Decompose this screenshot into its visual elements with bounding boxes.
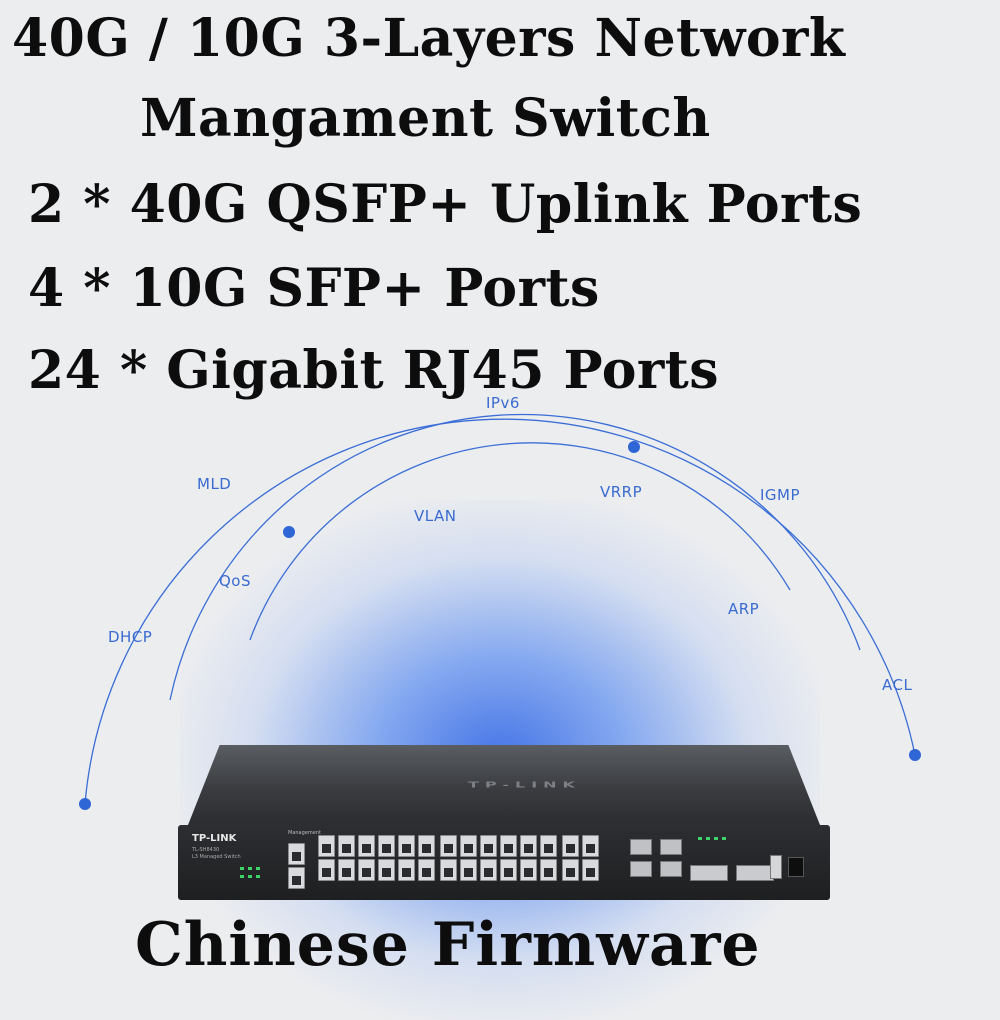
qsfp-plus-port bbox=[690, 865, 728, 881]
firmware-label: Chinese Firmware bbox=[135, 910, 761, 980]
arc-dot bbox=[909, 749, 921, 761]
rj45-port bbox=[418, 859, 435, 881]
rj45-port-group-3 bbox=[562, 835, 599, 881]
arc-dot bbox=[283, 526, 295, 538]
usb-port bbox=[770, 855, 782, 879]
status-led bbox=[248, 867, 252, 870]
switch-top-logo: TP-LINK bbox=[468, 779, 581, 790]
protocol-arp: ARP bbox=[728, 600, 760, 618]
protocol-vlan: VLAN bbox=[414, 507, 457, 525]
console-port bbox=[288, 843, 305, 865]
rj45-port bbox=[378, 835, 395, 857]
headline-rj45-ports: 24 * Gigabit RJ45 Ports bbox=[28, 340, 720, 401]
rj45-port bbox=[440, 859, 457, 881]
switch-model: TL-SH8430 bbox=[192, 847, 220, 853]
rj45-port bbox=[460, 859, 477, 881]
sfp-plus-port bbox=[630, 839, 652, 855]
mgmt-port bbox=[288, 867, 305, 889]
rj45-port bbox=[562, 835, 579, 857]
rj45-port bbox=[500, 859, 517, 881]
status-led bbox=[256, 875, 260, 878]
headline-subtitle: Mangament Switch bbox=[140, 88, 711, 149]
headline-sfp-ports: 4 * 10G SFP+ Ports bbox=[28, 258, 600, 319]
port-led bbox=[714, 837, 718, 840]
rj45-port bbox=[582, 859, 599, 881]
rj45-port-group-1 bbox=[318, 835, 435, 881]
seven-segment-display bbox=[788, 857, 804, 877]
rj45-port bbox=[562, 859, 579, 881]
protocol-vrrp: VRRP bbox=[600, 483, 643, 501]
rj45-port bbox=[358, 835, 375, 857]
sfp-plus-port bbox=[660, 839, 682, 855]
management-label: Management bbox=[288, 830, 321, 836]
protocol-acl: ACL bbox=[882, 676, 913, 694]
arc-dot bbox=[628, 441, 640, 453]
rj45-port-group-2 bbox=[440, 835, 557, 881]
port-led bbox=[698, 837, 702, 840]
rj45-port bbox=[582, 835, 599, 857]
rj45-port bbox=[520, 835, 537, 857]
port-led bbox=[706, 837, 710, 840]
sfp-plus-port bbox=[630, 861, 652, 877]
rj45-port bbox=[540, 835, 557, 857]
switch-brand-logo: TP-LINK bbox=[192, 833, 237, 844]
status-led bbox=[248, 875, 252, 878]
rj45-port bbox=[338, 859, 355, 881]
rj45-port bbox=[318, 835, 335, 857]
rj45-port bbox=[318, 859, 335, 881]
rj45-port bbox=[540, 859, 557, 881]
sfp-plus-port bbox=[660, 861, 682, 877]
rj45-port bbox=[500, 835, 517, 857]
management-ports bbox=[288, 843, 305, 889]
qsfp-plus-port bbox=[736, 865, 774, 881]
status-led bbox=[240, 867, 244, 870]
rj45-port bbox=[338, 835, 355, 857]
rj45-port bbox=[398, 835, 415, 857]
rj45-port bbox=[398, 859, 415, 881]
port-led bbox=[722, 837, 726, 840]
protocol-igmp: IGMP bbox=[760, 486, 801, 504]
switch-top-panel bbox=[188, 745, 820, 825]
network-switch-image: TP-LINK TP-LINK TL-SH8430 L3 Managed Swi… bbox=[178, 745, 830, 900]
rj45-port bbox=[480, 835, 497, 857]
rj45-port bbox=[520, 859, 537, 881]
rj45-port bbox=[440, 835, 457, 857]
switch-front-panel: TP-LINK TL-SH8430 L3 Managed Switch Mana… bbox=[178, 825, 830, 900]
protocol-ipv6: IPv6 bbox=[486, 394, 520, 412]
rj45-port bbox=[418, 835, 435, 857]
rj45-port bbox=[378, 859, 395, 881]
protocol-qos: QoS bbox=[219, 572, 252, 590]
protocol-mld: MLD bbox=[197, 475, 232, 493]
rj45-port bbox=[358, 859, 375, 881]
rj45-port bbox=[460, 835, 477, 857]
headline-qsfp-ports: 2 * 40G QSFP+ Uplink Ports bbox=[28, 174, 863, 235]
switch-subtitle: L3 Managed Switch bbox=[192, 854, 241, 860]
headline-title: 40G / 10G 3-Layers Network bbox=[12, 8, 846, 69]
rj45-port bbox=[480, 859, 497, 881]
protocol-dhcp: DHCP bbox=[108, 628, 153, 646]
status-led bbox=[256, 867, 260, 870]
arc-dot bbox=[79, 798, 91, 810]
status-led bbox=[240, 875, 244, 878]
